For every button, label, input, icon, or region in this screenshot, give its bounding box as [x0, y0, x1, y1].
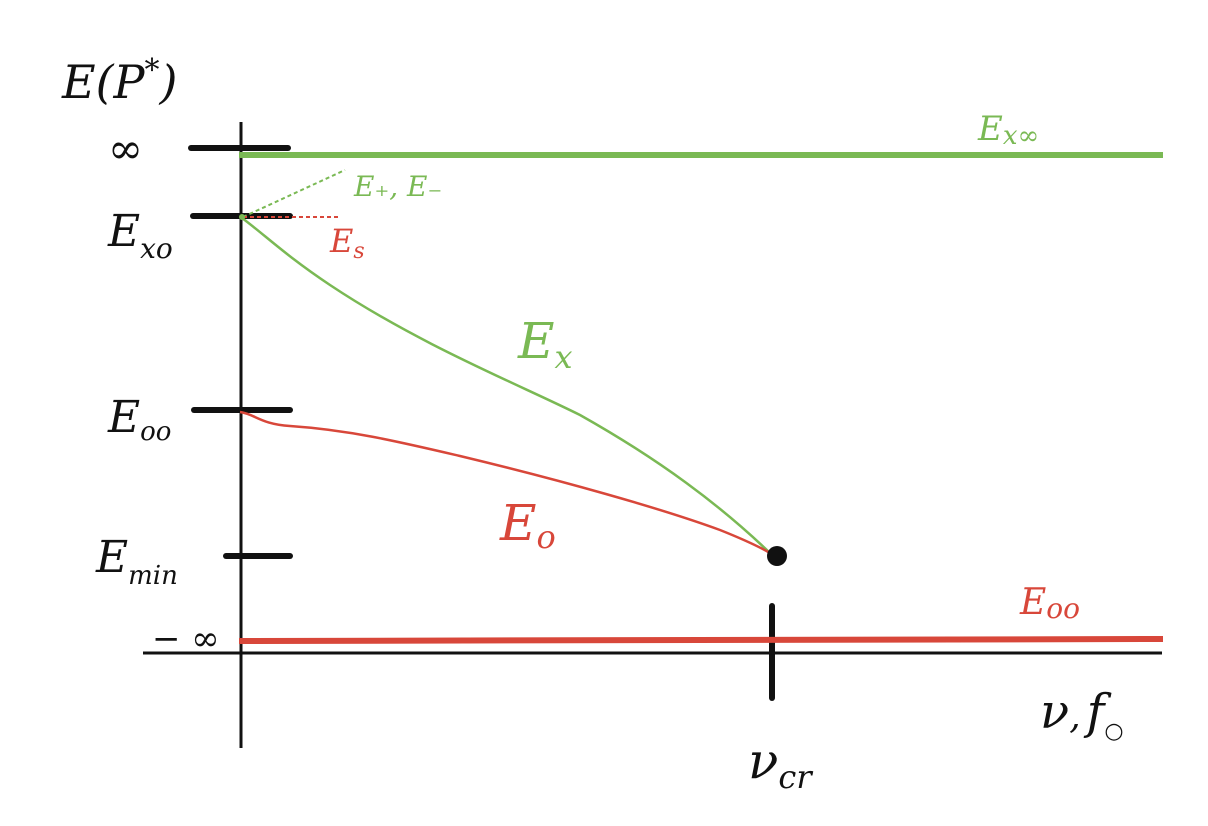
line-e-plus-minus — [242, 169, 346, 218]
ex0-start-point — [239, 214, 245, 220]
curve-e0 — [239, 410, 771, 555]
critical-point — [767, 546, 787, 566]
label-es: Es — [329, 222, 365, 264]
label-e0: Eo — [499, 494, 556, 556]
x-axis-label: ν,f○ — [1040, 684, 1124, 744]
curve-ex — [241, 216, 771, 554]
line-e00-bottom — [238, 636, 1164, 644]
label-e00: Eoo — [107, 392, 171, 447]
label-e-plus-minus: E₊, E₋ — [353, 170, 442, 203]
label-infinity: ∞ — [108, 124, 143, 173]
label-ex-infinity: Ex∞ — [977, 109, 1039, 151]
label-ex: Ex — [517, 312, 573, 376]
label-negative-infinity: − ∞ — [152, 619, 220, 659]
label-e00-curve: Eoo — [1019, 582, 1080, 625]
y-axis-label: E(P*) — [61, 53, 177, 109]
label-emin: Emin — [95, 532, 178, 591]
label-ex0: Exo — [107, 206, 173, 265]
label-nu-cr: νcr — [748, 732, 813, 796]
